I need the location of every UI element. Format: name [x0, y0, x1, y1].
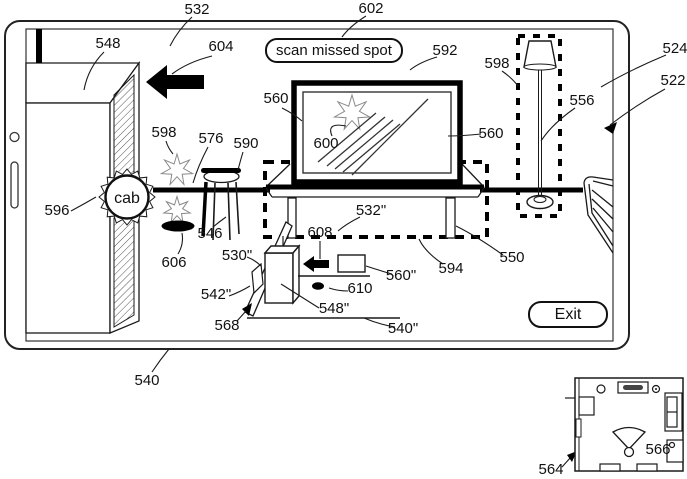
ref-label-598: 598 — [484, 55, 510, 72]
camera-icon — [9, 131, 20, 143]
left-arrow-icon — [146, 65, 204, 99]
sparkle-icon — [332, 93, 372, 131]
cab-bubble-label: cab — [114, 190, 140, 207]
plan-door — [575, 418, 582, 438]
plan-window — [636, 463, 658, 472]
ref-label-566: 566 — [645, 441, 671, 458]
ref-label-540q: 540" — [387, 320, 419, 337]
ref-label-524: 524 — [662, 40, 687, 57]
plan-chair — [666, 439, 684, 463]
mini-corner-arrow-icon — [242, 303, 252, 316]
mini-view-drawing — [242, 221, 400, 319]
scan-missed-spot-button[interactable]: scan missed spot — [265, 38, 403, 63]
ref-label-548: 548 — [95, 35, 121, 52]
mini-left-arrow-icon — [303, 256, 329, 272]
ref-label-596: 596 — [44, 202, 70, 219]
glare-icon — [317, 98, 429, 176]
sparkle-icon — [162, 194, 192, 224]
ref-label-546: 546 — [197, 225, 223, 242]
tv-drawing — [291, 80, 463, 185]
lamp-drawing — [516, 34, 562, 218]
ref-label-610: 610 — [347, 280, 373, 297]
plan-tv — [617, 381, 649, 394]
ref-label-560q: 560" — [385, 267, 417, 284]
ref-label-604: 604 — [208, 38, 234, 55]
mini-door — [251, 262, 264, 295]
mini-scan-spot-ellipse — [312, 282, 324, 290]
missed-region-dashed-box — [263, 160, 489, 239]
view-cone-icon — [611, 426, 647, 458]
floor-plan-inset — [565, 377, 684, 472]
ref-label-522: 522 — [660, 72, 686, 89]
ref-label-532q: 532" — [355, 202, 387, 219]
ref-label-592: 592 — [432, 42, 458, 59]
leader-lines — [70, 15, 667, 468]
plan-couch — [664, 392, 683, 432]
mini-tv — [337, 254, 366, 273]
ref-label-560: 560 — [263, 90, 289, 107]
ref-label-600: 600 — [313, 135, 339, 152]
ref-label-530q: 530" — [221, 247, 253, 264]
side-button[interactable] — [10, 161, 19, 209]
pointer-arrowhead-522 — [604, 122, 617, 134]
cab-bubble: cab — [98, 168, 156, 226]
ref-label-606: 606 — [161, 254, 187, 271]
ref-label-564: 564 — [538, 461, 564, 478]
plan-window — [599, 463, 621, 472]
ref-label-548q: 548" — [318, 300, 350, 317]
scanned-edge-bar — [36, 29, 42, 63]
ref-label-598: 598 — [151, 124, 177, 141]
plan-lamp — [596, 384, 606, 394]
ref-label-594: 594 — [438, 260, 464, 277]
table-drawing — [265, 163, 485, 239]
sparkle-icon — [159, 152, 195, 187]
ref-label-556: 556 — [569, 92, 595, 109]
ref-label-560: 560 — [478, 125, 504, 142]
ref-label-542q: 542" — [200, 286, 232, 303]
ref-label-590: 590 — [233, 135, 259, 152]
mini-cabinet — [263, 244, 301, 305]
couch-drawing — [583, 176, 614, 254]
scan-spot-ellipse — [161, 220, 195, 232]
ref-label-608: 608 — [307, 224, 333, 241]
ref-label-550: 550 — [499, 249, 525, 266]
ref-label-602: 602 — [358, 0, 384, 17]
ref-label-568: 568 — [214, 317, 240, 334]
ref-label-576: 576 — [198, 130, 224, 147]
plan-cabinet — [578, 396, 595, 416]
ref-label-540: 540 — [134, 372, 160, 389]
exit-button[interactable]: Exit — [528, 301, 608, 328]
lamp-dashed-box — [516, 34, 562, 218]
ref-label-532: 532 — [184, 1, 210, 18]
stool-drawing — [201, 168, 241, 241]
sparkle-icons — [159, 152, 195, 224]
